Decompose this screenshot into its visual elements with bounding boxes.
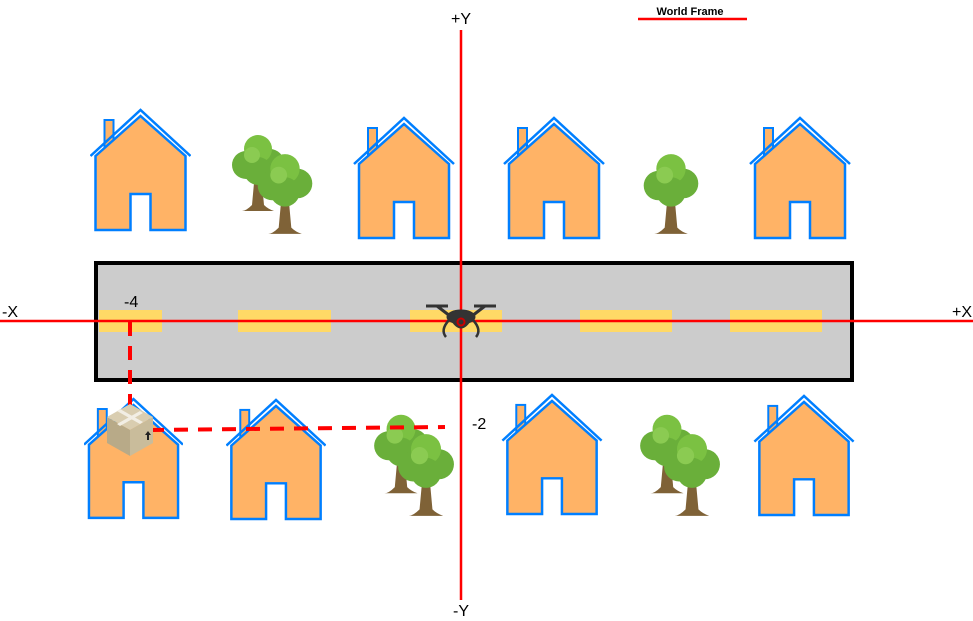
y-guide-dashed [149, 425, 446, 432]
drone-icon [426, 304, 496, 338]
package-icon [107, 404, 153, 456]
tree-icon [232, 135, 313, 234]
tree-icon [643, 154, 699, 234]
house-icon [90, 108, 191, 232]
tree-icon [374, 414, 454, 516]
house-icon [501, 393, 603, 516]
tree-icon [640, 414, 720, 516]
house-icon [352, 116, 456, 240]
y-marker-label: -2 [472, 416, 486, 433]
axis-label-pos-y: +Y [451, 11, 471, 28]
axis-label-neg-y: -Y [453, 603, 469, 620]
axis-label-pos-x: +X [952, 304, 972, 321]
house-icon [753, 394, 855, 517]
house-icon [502, 116, 606, 240]
legend-label: World Frame [656, 6, 723, 18]
house-icon [748, 116, 852, 240]
axis-label-neg-x: -X [2, 304, 18, 321]
x-marker-label: -4 [124, 294, 138, 311]
house-icon [226, 398, 326, 521]
